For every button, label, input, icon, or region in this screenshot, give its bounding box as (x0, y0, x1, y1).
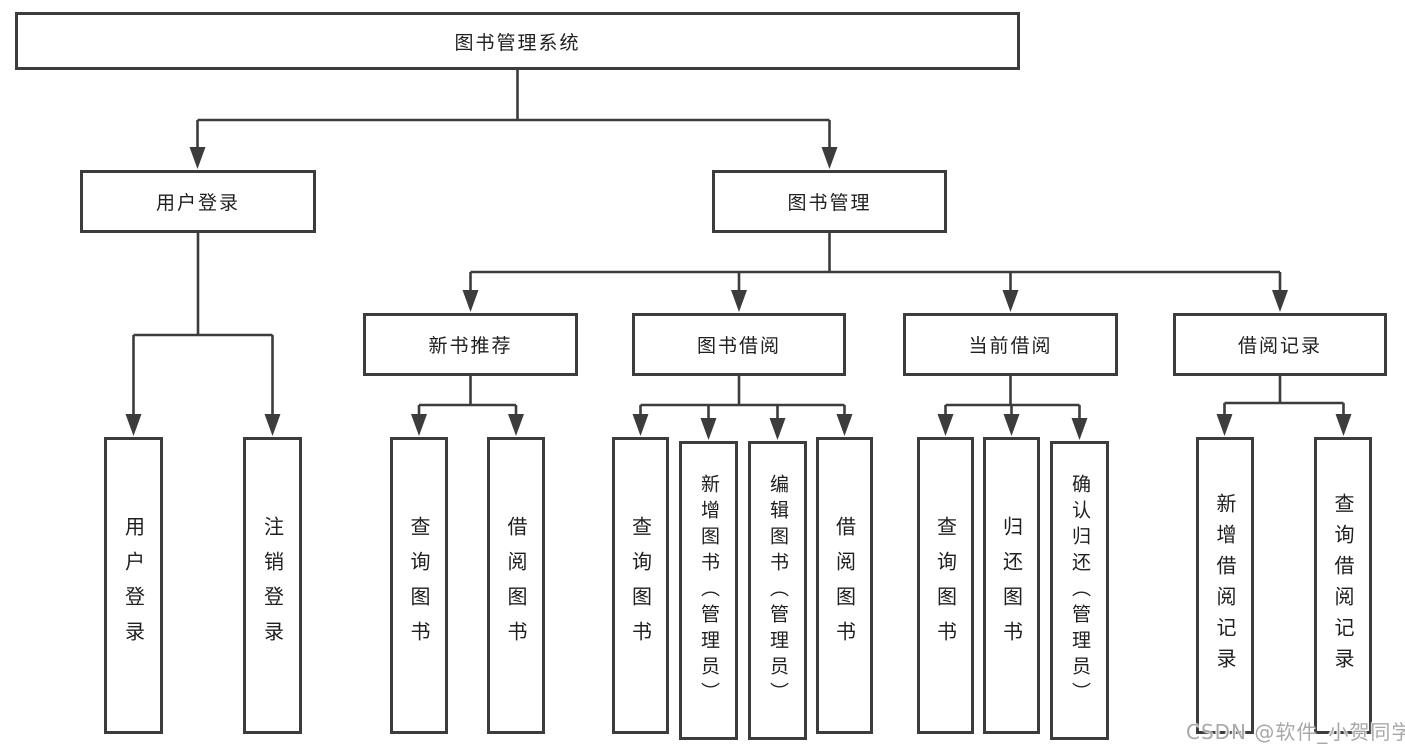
node-label: 新增借阅记录 (1213, 492, 1237, 679)
csdn-watermark: CSDN @软件_小贺同学 (1186, 720, 1405, 744)
leaf-edit-books-admin: 编辑图书（管理员） (748, 441, 807, 740)
node-new-book-recommend: 新书推荐 (363, 313, 578, 376)
leaf-query-books-current: 查询图书 (917, 437, 974, 734)
node-label: 用户登录 (121, 515, 146, 656)
leaf-return-books: 归还图书 (983, 437, 1040, 734)
leaf-borrow-books-recommend: 借阅图书 (487, 437, 545, 734)
node-label: 查询图书 (628, 515, 653, 656)
node-label: 编辑图书（管理员） (767, 473, 789, 708)
connector-borrow-records (1216, 376, 1352, 436)
leaf-query-borrow-record: 查询借阅记录 (1314, 437, 1372, 734)
connector-user-login (125, 233, 281, 436)
node-book-management: 图书管理 (712, 170, 947, 233)
node-label: 借阅图书 (504, 515, 528, 656)
leaf-add-borrow-record: 新增借阅记录 (1196, 437, 1254, 734)
node-borrow-records: 借阅记录 (1173, 313, 1387, 376)
node-book-borrowing: 图书借阅 (632, 313, 846, 376)
leaf-borrow-books-borrow: 借阅图书 (816, 437, 873, 734)
node-label: 查询图书 (933, 515, 958, 656)
leaf-add-books-admin: 新增图书（管理员） (679, 441, 738, 740)
node-system-root: 图书管理系统 (15, 12, 1020, 70)
node-label: 借阅记录 (1237, 335, 1322, 357)
node-label: 借阅图书 (832, 515, 857, 656)
node-label: 图书管理 (787, 192, 872, 214)
node-label: 当前借阅 (968, 335, 1053, 357)
node-label: 图书借阅 (696, 335, 781, 357)
node-label: 用户登录 (155, 192, 240, 214)
leaf-query-books-recommend: 查询图书 (390, 437, 448, 734)
leaf-logout: 注销登录 (243, 437, 302, 734)
node-user-login: 用户登录 (80, 170, 316, 233)
node-label: 注销登录 (260, 515, 285, 656)
node-current-borrowing: 当前借阅 (903, 313, 1118, 376)
node-label: 查询借阅记录 (1331, 492, 1355, 679)
node-label: 图书管理系统 (454, 31, 581, 54)
node-label: 归还图书 (999, 515, 1024, 656)
node-label: 确认归还（管理员） (1069, 473, 1091, 708)
connector-root-to-level1 (189, 70, 838, 169)
leaf-user-login: 用户登录 (104, 437, 163, 734)
leaf-confirm-return-admin: 确认归还（管理员） (1050, 441, 1109, 740)
node-label: 新增图书（管理员） (698, 473, 720, 708)
connector-book-management (462, 233, 1288, 312)
leaf-query-books-borrow: 查询图书 (612, 437, 669, 734)
connector-new-book-recommend (411, 376, 524, 436)
connector-book-borrowing (632, 376, 853, 440)
node-label: 新书推荐 (428, 335, 513, 357)
node-label: 查询图书 (407, 515, 431, 656)
connector-current-borrowing (937, 376, 1088, 440)
